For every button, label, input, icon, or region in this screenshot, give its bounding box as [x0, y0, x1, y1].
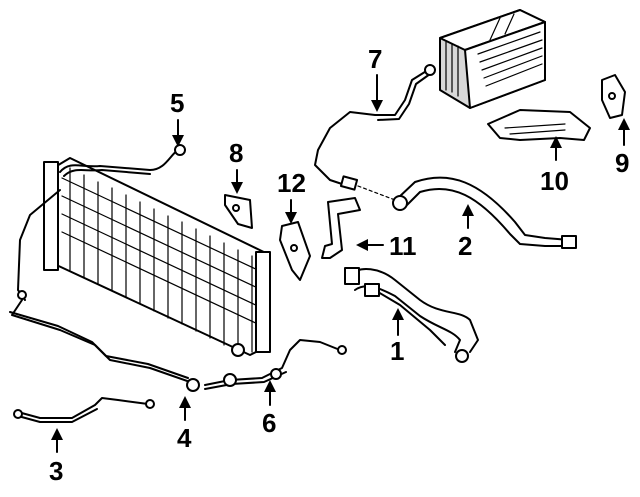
callout-9: 9	[615, 148, 629, 178]
evaporator-unit	[439, 9, 546, 109]
callout-2: 2	[458, 231, 472, 261]
callout-3: 3	[49, 456, 63, 486]
callout-1: 1	[390, 336, 404, 366]
suction-pipe-section	[204, 339, 347, 390]
callout-11: 11	[389, 231, 417, 261]
condenser	[43, 157, 271, 357]
callout-12: 12	[277, 168, 306, 198]
bracket-8	[224, 194, 253, 229]
bracket-10	[487, 109, 591, 141]
callout-10: 10	[540, 166, 569, 196]
callout-4: 4	[177, 423, 192, 453]
bracket-12	[279, 221, 311, 281]
suction-hose	[357, 176, 577, 249]
discharge-hose-piece	[13, 397, 155, 423]
bracket-9	[601, 74, 626, 119]
callout-8: 8	[229, 138, 243, 168]
leader-lines	[51, 74, 630, 453]
evaporator-outlet-pipe	[314, 64, 436, 191]
bracket-11	[321, 197, 361, 259]
callout-6: 6	[262, 408, 276, 438]
callout-7: 7	[368, 44, 382, 74]
condenser-inlet-pipe	[59, 144, 186, 177]
discharge-hose-assembly	[344, 267, 479, 363]
callout-5: 5	[170, 88, 184, 118]
liquid-line	[9, 189, 200, 392]
